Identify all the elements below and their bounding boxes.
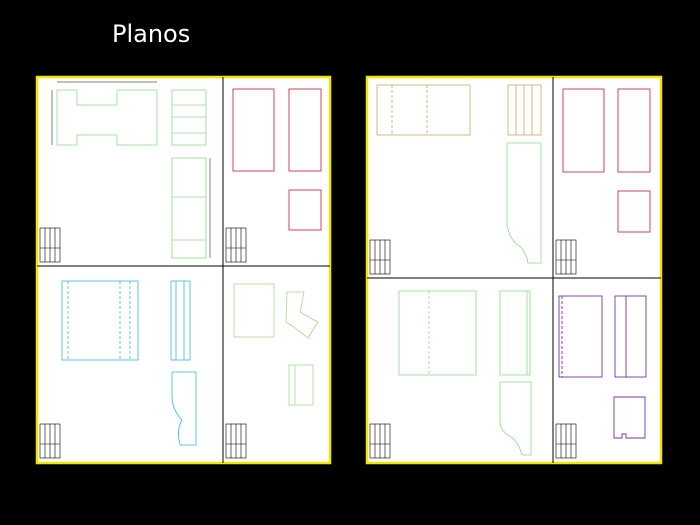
title-block: [39, 227, 61, 263]
green-curved-panel-drawing: [506, 142, 542, 264]
title-block: [555, 239, 577, 275]
title-block: [369, 423, 391, 459]
purple-panels-drawing: [558, 295, 647, 439]
title-block: [225, 423, 247, 459]
red-panels-drawing: [232, 88, 322, 231]
right-plan-sheet: [365, 75, 663, 465]
tan-panel-drawing: [376, 84, 542, 136]
title-block: [369, 239, 391, 275]
h-shape-part-drawing: [51, 81, 211, 259]
green-panels-drawing: [398, 290, 532, 456]
title-block: [39, 423, 61, 459]
green-small-parts-drawing: [233, 283, 319, 406]
left-plan-sheet: [35, 75, 332, 465]
cyan-panel-drawing: [61, 280, 197, 446]
red-panels-drawing: [562, 88, 651, 233]
title-block: [225, 227, 247, 263]
slide-title: Planos: [112, 20, 191, 48]
title-block: [555, 423, 577, 459]
slide-title-row: Planos: [76, 20, 190, 48]
